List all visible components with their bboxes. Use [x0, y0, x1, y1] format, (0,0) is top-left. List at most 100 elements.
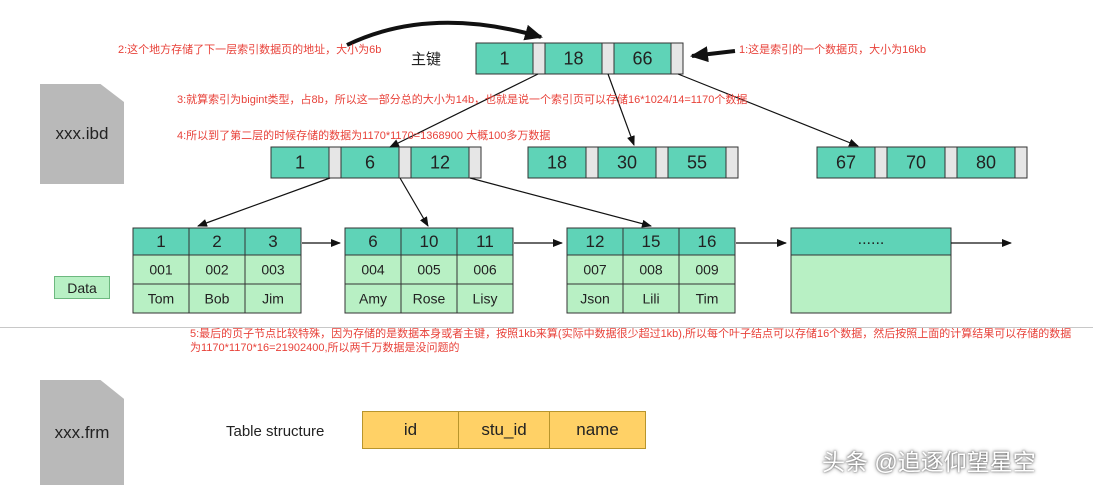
leaf-key-cell: [622, 227, 680, 256]
leaf-name-text: Rose: [413, 291, 446, 307]
level2-index-page: 67 70 80: [816, 146, 1028, 179]
index-key-text: 30: [617, 153, 637, 173]
frm-file-icon: xxx.frm: [40, 380, 124, 485]
ibd-file-icon: xxx.ibd: [40, 84, 124, 184]
pointer-slot: [398, 146, 412, 179]
annotation-1: 1:这是索引的一个数据页，大小为16kb: [739, 44, 927, 56]
frm-file-label: xxx.frm: [54, 422, 110, 442]
leaf-key-cell: [244, 227, 302, 256]
big-arrow-index-page: [690, 46, 736, 63]
column-stu-id: stu_id: [459, 412, 550, 448]
index-key-text: 67: [836, 153, 856, 173]
index-key-text: 1: [295, 153, 305, 173]
pointer-slot: [585, 146, 599, 179]
arrow-level2-to-leaf-2: [399, 177, 429, 227]
index-key-text: 80: [976, 153, 996, 173]
arrow-root-to-level2-right: [677, 73, 859, 147]
primary-key-label: 主键: [411, 51, 442, 68]
annotation-5: 5:最后的页子节点比较特殊，因为存储的是数据本身或者主键，按照1kb来算(实际中…: [190, 328, 1072, 354]
big-arrow-pointer-slot: [346, 20, 543, 47]
ibd-file-label: xxx.ibd: [55, 124, 109, 143]
leaf-key-text: 3: [268, 232, 277, 251]
leaf-name-cell: [400, 283, 458, 314]
leaf-name-cell: [244, 283, 302, 314]
data-label: Data: [54, 276, 110, 299]
index-key-cell: [270, 146, 330, 179]
index-key-cell: [340, 146, 400, 179]
leaf-key-text: 15: [642, 232, 661, 251]
leaf-id-text: 006: [473, 262, 497, 278]
leaf-id-cell: [344, 254, 402, 285]
annotation-2: 2:这个地方存储了下一层索引数据页的地址，大小为6b: [118, 44, 382, 56]
leaf-page-more: ......: [790, 227, 952, 314]
index-key-cell: [886, 146, 946, 179]
leaf-name-text: Tom: [148, 291, 174, 307]
leaf-key-cell: [566, 227, 624, 256]
index-key-text: 18: [547, 153, 567, 173]
leaf-name-text: Tim: [696, 291, 719, 307]
leaf-id-text: 009: [695, 262, 719, 278]
leaf-id-cell: [456, 254, 514, 285]
leaf-id-text: 004: [361, 262, 385, 278]
leaf-name-text: Lisy: [473, 291, 498, 307]
leaf-id-cell: [678, 254, 736, 285]
arrow-root-to-level2-left: [389, 73, 539, 148]
index-key-cell: [816, 146, 876, 179]
pointer-slot: [328, 146, 342, 179]
annotation-3: 3:就算索引为bigint类型，占8b，所以这一部分总的大小为14b，也就是说一…: [177, 94, 748, 106]
index-key-cell: [667, 146, 727, 179]
table-structure-label: Table structure: [226, 423, 325, 440]
leaf-key-text: 11: [476, 232, 494, 251]
leaf-name-text: Jim: [262, 291, 284, 307]
index-key-text: 18: [563, 49, 583, 69]
index-key-text: 70: [906, 153, 926, 173]
arrow-root-to-level2-middle: [607, 73, 635, 146]
index-key-text: 12: [430, 153, 450, 173]
leaf-key-text: 10: [420, 232, 439, 251]
leaf-more-data-cell: [790, 254, 952, 314]
leaf-name-cell: [622, 283, 680, 314]
leaf-key-text: 2: [212, 232, 221, 251]
leaf-id-cell: [188, 254, 246, 285]
index-key-cell: [475, 42, 534, 75]
leaf-key-text: 16: [698, 232, 717, 251]
leaf-key-cell: [456, 227, 514, 256]
index-key-cell: [956, 146, 1016, 179]
index-key-text: 66: [632, 49, 652, 69]
table-structure-row: id stu_id name: [362, 411, 646, 449]
column-id: id: [363, 412, 459, 448]
leaf-id-text: 001: [149, 262, 173, 278]
watermark: 头条 @追逐仰望星空: [822, 449, 1036, 475]
leaf-key-text: 6: [368, 232, 377, 251]
pointer-slot: [1014, 146, 1028, 179]
level2-index-page: 18 30 55: [527, 146, 739, 179]
index-key-text: 55: [687, 153, 707, 173]
leaf-name-text: Json: [580, 291, 610, 307]
leaf-more-key-cell: [790, 227, 952, 256]
pointer-slot: [725, 146, 739, 179]
column-name: name: [550, 412, 645, 448]
leaf-id-cell: [132, 254, 190, 285]
pointer-slot: [670, 42, 684, 75]
leaf-name-cell: [188, 283, 246, 314]
leaf-name-text: Lili: [642, 291, 659, 307]
leaf-key-text: 12: [586, 232, 605, 251]
pointer-slot: [601, 42, 615, 75]
index-key-cell: [597, 146, 657, 179]
leaf-id-text: 008: [639, 262, 663, 278]
leaf-more-ellipsis: ......: [858, 231, 885, 248]
leaf-key-text: 1: [156, 232, 165, 251]
pointer-slot: [655, 146, 669, 179]
leaf-name-text: Bob: [205, 291, 230, 307]
pointer-slot: [874, 146, 888, 179]
section-divider: [0, 327, 1093, 328]
pointer-slot: [532, 42, 546, 75]
leaf-id-text: 002: [205, 262, 229, 278]
arrow-level2-to-leaf-3: [469, 177, 652, 228]
